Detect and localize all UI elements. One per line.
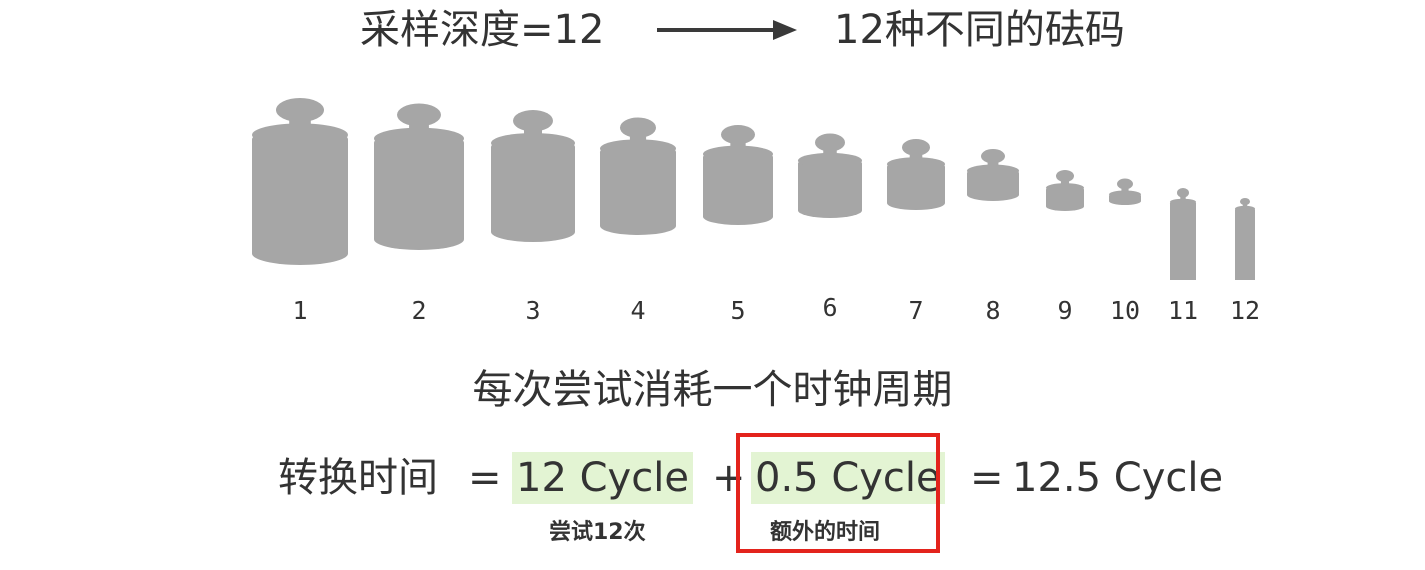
- weights-illustration: [0, 80, 1425, 280]
- weight-6: [798, 134, 862, 219]
- conversion-time-label: 转换时间: [278, 452, 438, 504]
- sampling-depth-label: 采样深度=12: [360, 4, 604, 56]
- weight-label-2: 2: [411, 296, 426, 326]
- term1-note: 尝试12次: [549, 519, 646, 547]
- weight-label-10: 10: [1110, 296, 1140, 326]
- result-12-5-cycle: 12.5 Cycle: [1012, 452, 1223, 504]
- weight-label-7: 7: [908, 296, 923, 326]
- weight-label-4: 4: [630, 296, 645, 326]
- equals-sign-2: =: [970, 452, 1004, 504]
- weight-4: [600, 118, 676, 236]
- weight-11: [1170, 188, 1196, 280]
- weight-label-5: 5: [730, 296, 745, 326]
- weight-7: [887, 139, 945, 210]
- cycle-per-attempt-text: 每次尝试消耗一个时钟周期: [0, 364, 1425, 416]
- weight-2: [374, 104, 464, 251]
- weight-label-3: 3: [525, 296, 540, 326]
- equals-sign-1: =: [468, 452, 502, 504]
- weight-10: [1109, 179, 1141, 206]
- weight-label-1: 1: [292, 296, 307, 326]
- weight-label-9: 9: [1057, 296, 1072, 326]
- weight-label-11: 11: [1168, 296, 1198, 326]
- weight-label-8: 8: [985, 296, 1000, 326]
- weight-label-12: 12: [1230, 296, 1260, 326]
- weight-8: [967, 149, 1019, 201]
- weight-12: [1235, 198, 1255, 280]
- weight-count-label: 12种不同的砝码: [834, 4, 1125, 56]
- weight-5: [703, 125, 773, 225]
- weight-1: [252, 98, 348, 265]
- weight-label-6: 6: [822, 293, 837, 323]
- weight-3: [491, 110, 575, 242]
- term-12-cycle: 12 Cycle: [512, 452, 693, 504]
- weight-9: [1046, 170, 1084, 211]
- right-arrow-icon: [655, 16, 800, 44]
- extra-time-highlight-box: [736, 433, 940, 553]
